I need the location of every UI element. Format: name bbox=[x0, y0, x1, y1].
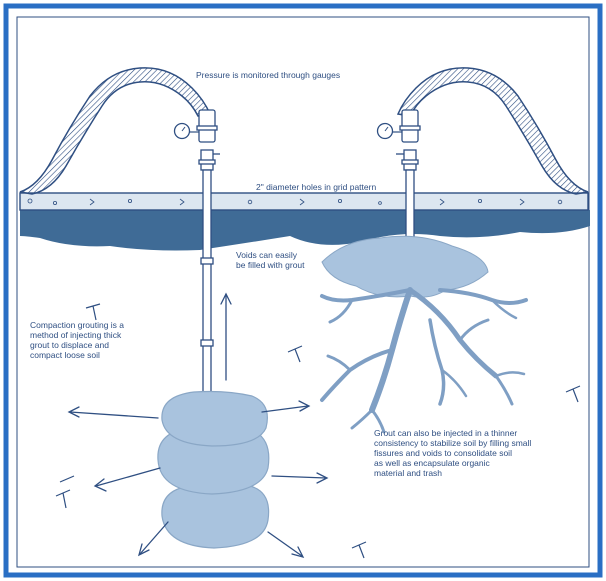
thin-grout-label-line: as well as encapsulate organic bbox=[374, 458, 531, 468]
voids-label-line: Voids can easily bbox=[236, 250, 305, 260]
compaction-label: Compaction grouting is a method of injec… bbox=[30, 320, 124, 360]
thin-grout-label: Grout can also be injected in a thinner … bbox=[374, 428, 531, 478]
compaction-label-line: method of injecting thick bbox=[30, 330, 124, 340]
diagram-title: Pressure is monitored through gauges bbox=[196, 70, 340, 80]
voids-label-line: be filled with grout bbox=[236, 260, 305, 270]
thin-grout-label-line: fissures and voids to consolidate soil bbox=[374, 448, 531, 458]
thin-grout-label-line: material and trash bbox=[374, 468, 531, 478]
compaction-label-line: grout to displace and bbox=[30, 340, 124, 350]
voids-label: Voids can easily be filled with grout bbox=[236, 250, 305, 270]
thin-grout-label-line: Grout can also be injected in a thinner bbox=[374, 428, 531, 438]
pavement-slab bbox=[20, 193, 588, 210]
holes-label: 2" diameter holes in grid pattern bbox=[256, 182, 376, 192]
thin-grout-label-line: consistency to stabilize soil by filling… bbox=[374, 438, 531, 448]
compaction-label-line: Compaction grouting is a bbox=[30, 320, 124, 330]
compaction-label-line: compact loose soil bbox=[30, 350, 124, 360]
compaction-grout-bulb bbox=[158, 392, 269, 549]
